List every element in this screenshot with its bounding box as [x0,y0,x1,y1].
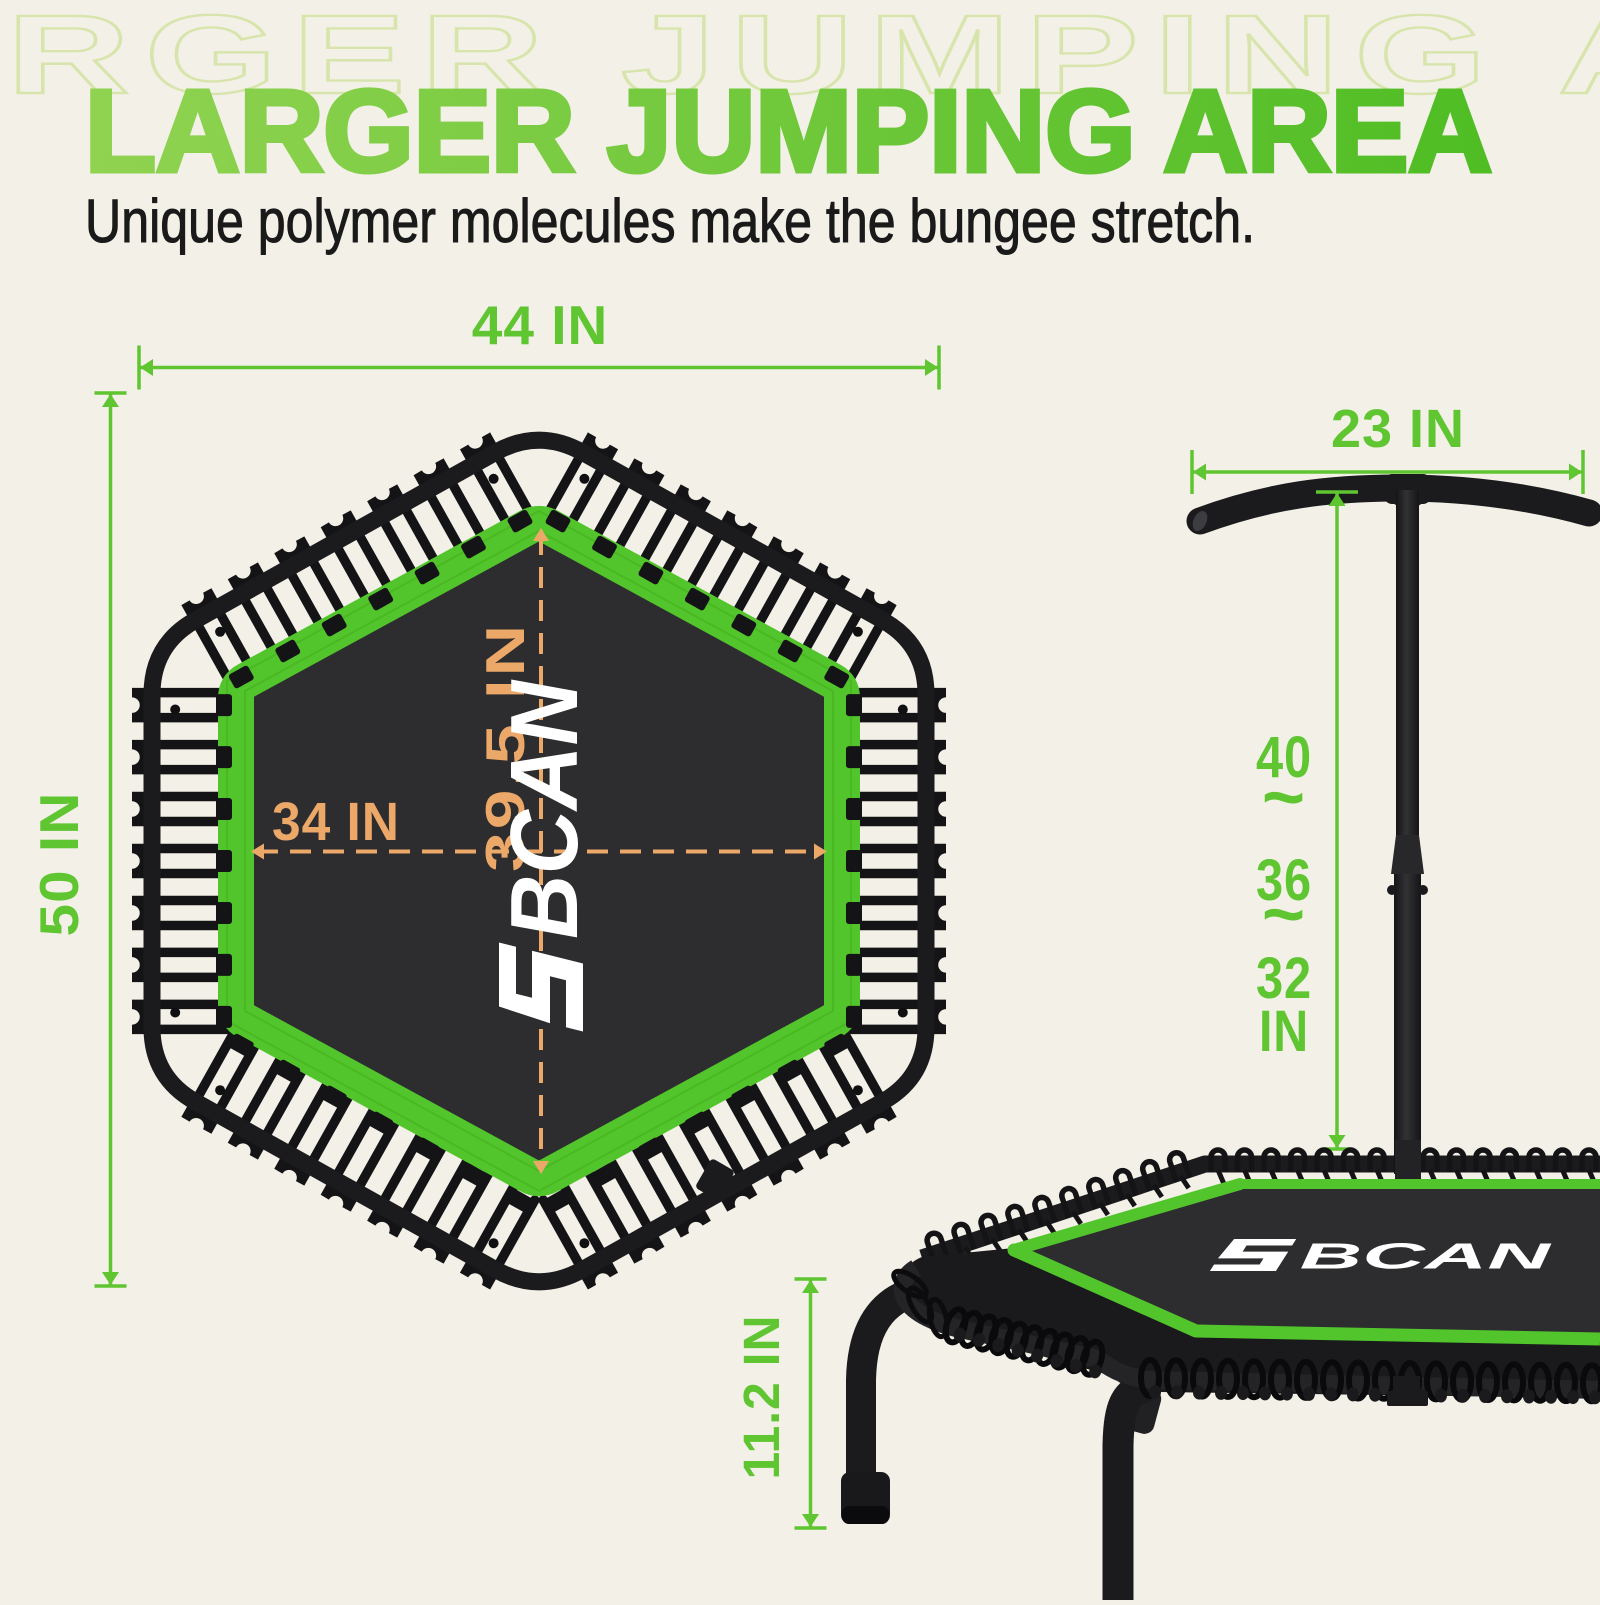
svg-text:36: 36 [1256,848,1312,913]
svg-text:IN: IN [1259,999,1309,1064]
svg-text:BCAN: BCAN [1300,1236,1553,1277]
svg-text:~: ~ [1262,755,1306,838]
svg-text:44 IN: 44 IN [472,294,608,356]
svg-text:Unique polymer molecules make: Unique polymer molecules make the bungee… [85,187,1255,255]
svg-text:50 IN: 50 IN [28,792,90,937]
svg-text:40: 40 [1256,725,1312,790]
svg-text:11.2 IN: 11.2 IN [733,1315,790,1480]
svg-text:34 IN: 34 IN [272,792,400,852]
svg-text:BCAN: BCAN [491,679,598,939]
svg-text:LARGER JUMPING AREA: LARGER JUMPING AREA [85,66,1492,196]
svg-text:23 IN: 23 IN [1331,399,1465,459]
svg-text:~: ~ [1262,872,1306,955]
svg-text:LARGER JUMPING AREA: LARGER JUMPING AREA [0,0,1600,117]
svg-text:32: 32 [1256,946,1312,1011]
svg-text:39.5 IN: 39.5 IN [474,622,536,872]
